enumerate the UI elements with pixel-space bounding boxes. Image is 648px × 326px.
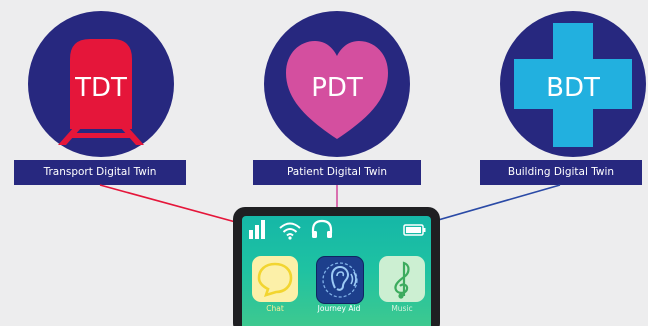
chat-bubble-icon: [257, 262, 293, 297]
ear-icon: [322, 262, 358, 298]
phone: Chat Journey Aid Music: [233, 207, 440, 326]
heart-icon: [286, 41, 388, 139]
building-twin-label: Building Digital Twin: [480, 160, 642, 185]
transport-twin-circle: TDT: [28, 11, 174, 157]
chat-app-label: Chat: [266, 304, 284, 313]
transport-twin-abbreviation: TDT: [75, 73, 127, 103]
music-app-label: Music: [391, 304, 413, 313]
building-twin-circle: BDT: [500, 11, 646, 157]
treble-clef-icon: [394, 261, 410, 299]
patient-twin-label: Patient Digital Twin: [253, 160, 421, 185]
train-icon: [58, 39, 144, 145]
chat-app-icon[interactable]: [252, 256, 298, 302]
patient-twin-circle: PDT: [264, 11, 410, 157]
journey-aid-app-icon[interactable]: [316, 256, 364, 304]
journey-aid-app-label: Journey Aid: [317, 304, 361, 313]
headphones-icon: [311, 219, 333, 238]
wifi-icon: [279, 222, 301, 240]
building-twin-abbreviation: BDT: [546, 73, 600, 103]
transport-twin-label: Transport Digital Twin: [14, 160, 186, 185]
signal-bars-icon: [249, 220, 265, 239]
battery-icon: [403, 224, 426, 236]
phone-screen: Chat Journey Aid Music: [242, 216, 431, 326]
patient-twin-abbreviation: PDT: [311, 73, 363, 103]
medical-cross-icon: [514, 23, 632, 147]
music-app-icon[interactable]: [379, 256, 425, 302]
